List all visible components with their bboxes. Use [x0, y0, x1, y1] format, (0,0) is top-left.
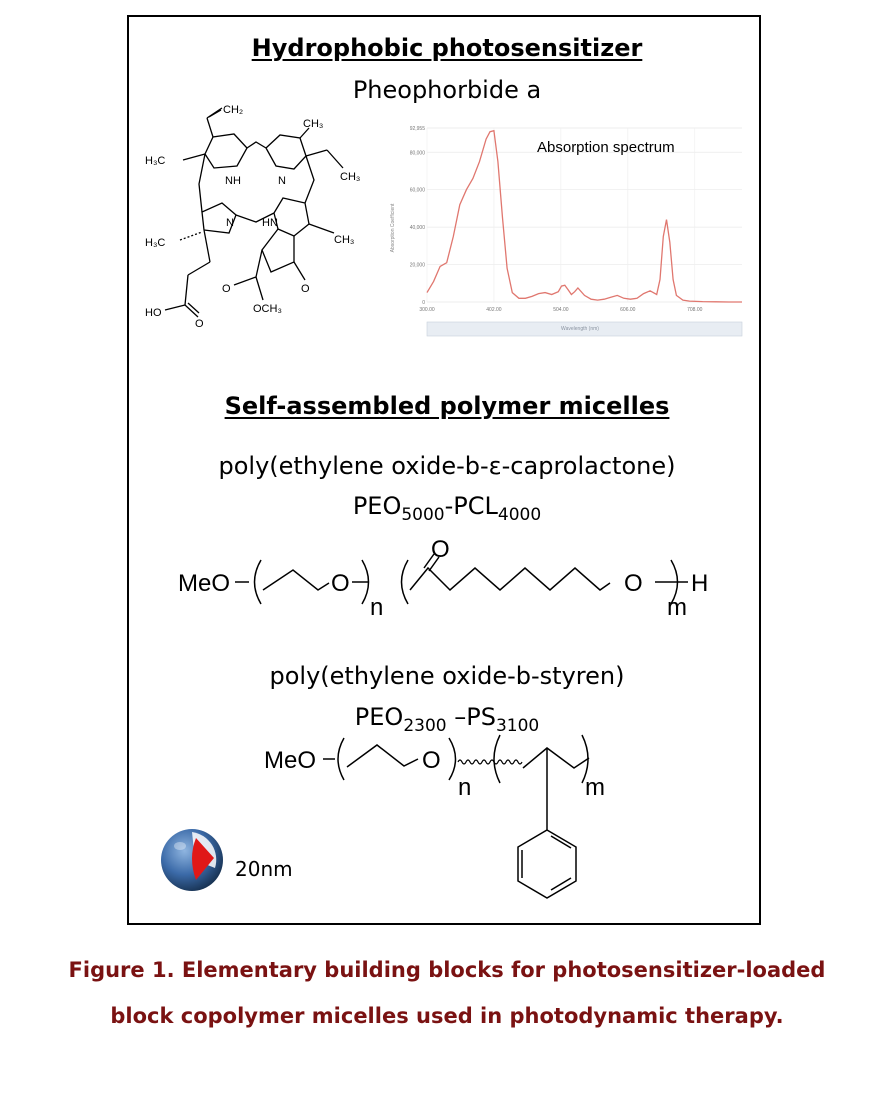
chart-grid: [426, 127, 742, 303]
ps-meo: MeO: [264, 747, 316, 774]
y-tick-labels: 0 20,000 40,000 60,000 80,000 92,955: [410, 126, 426, 306]
chart-background: [427, 120, 742, 350]
label-o-ring: O: [301, 283, 310, 295]
chart-title: Absorption spectrum: [537, 139, 675, 156]
y-axis-label: Absorption Coefficient: [390, 203, 396, 252]
caption-line-1: Figure 1. Elementary building blocks for…: [68, 958, 826, 982]
polymer2-name: poly(ethylene oxide-b-styren): [269, 662, 625, 690]
x-tick-label: 606.00: [620, 307, 636, 313]
pcl-m: m: [667, 594, 687, 621]
pheophorbide-structure: [164, 107, 344, 318]
ps-wavy-bond: [457, 759, 523, 765]
pcl-n: n: [370, 594, 383, 621]
pcl-o1: O: [331, 570, 350, 597]
pheophorbide-labels: CH₂ CH₃ H₃C CH₃ NH N N HN H₃C CH₃ O O OC…: [145, 104, 360, 330]
figure-caption: Figure 1. Elementary building blocks for…: [0, 947, 894, 1039]
spectrum-line: [426, 129, 742, 303]
label-ch3-low: CH₃: [334, 234, 354, 246]
caption-line-2: block copolymer micelles used in photody…: [110, 1004, 784, 1028]
peo-pcl-labels: MeO O n O O H m: [178, 536, 708, 621]
ps-m: m: [585, 774, 605, 801]
x-axis-label: Wavelength (nm): [561, 326, 599, 332]
x-tick-label: 504.00: [553, 307, 569, 313]
label-ch3-right: CH₃: [340, 171, 360, 183]
label-ho: HO: [145, 307, 162, 319]
label-ch2: CH₂: [223, 104, 243, 116]
x-tick-labels: 300.00 402.00 504.00 606.00 708.00: [419, 307, 702, 313]
micelle-sphere-icon: [161, 829, 223, 891]
label-o-ester: O: [222, 283, 231, 295]
polymer2-formula: PEO2300 –PS3100: [354, 703, 540, 736]
label-ch3-top: CH₃: [303, 118, 323, 130]
peo-ps-structure: [323, 734, 590, 899]
x-tick-label: 402.00: [486, 307, 502, 313]
figure-panel: [127, 15, 761, 925]
label-h3c-left: H₃C: [145, 155, 165, 167]
y-tick-label: 80,000: [410, 150, 426, 156]
ps-n: n: [458, 774, 471, 801]
peo-pcl-structure: [235, 553, 688, 605]
x-tick-label: 300.00: [419, 307, 435, 313]
pcl-h: H: [691, 570, 708, 597]
label-n-right: N: [278, 175, 286, 187]
label-och3: OCH₃: [253, 303, 282, 315]
y-tick-label: 40,000: [410, 225, 426, 231]
polymer1-name: poly(ethylene oxide-b-ε-caprolactone): [218, 452, 676, 480]
label-h3c-low: H₃C: [145, 237, 165, 249]
scale-label: 20nm: [235, 857, 293, 881]
peo-ps-labels: MeO O n m: [264, 747, 605, 801]
x-tick-label: 708.00: [687, 307, 703, 313]
pcl-carbonyl-o: O: [431, 536, 450, 563]
ps-o1: O: [422, 747, 441, 774]
label-nh: NH: [225, 175, 241, 187]
micelles-heading: Self-assembled polymer micelles: [224, 392, 670, 420]
y-tick-label: 60,000: [410, 188, 426, 194]
polymer1-formula: PEO5000-PCL4000: [352, 492, 542, 525]
y-tick-label: 20,000: [410, 263, 426, 269]
wavelength-scroll-bar[interactable]: [426, 321, 743, 337]
compound-name: Pheophorbide a: [352, 76, 542, 104]
pcl-o2: O: [624, 570, 643, 597]
pcl-meo: MeO: [178, 570, 230, 597]
photosensitizer-heading: Hydrophobic photosensitizer: [251, 34, 643, 62]
label-o-acid: O: [195, 318, 204, 330]
label-n-left: N: [226, 217, 234, 229]
y-tick-label: 0: [422, 300, 425, 306]
label-hn: HN: [262, 217, 278, 229]
y-tick-label: 92,955: [410, 126, 426, 132]
absorption-spectrum-chart: 0 20,000 40,000 60,000 80,000 92,955 300.00 40…: [390, 120, 743, 350]
